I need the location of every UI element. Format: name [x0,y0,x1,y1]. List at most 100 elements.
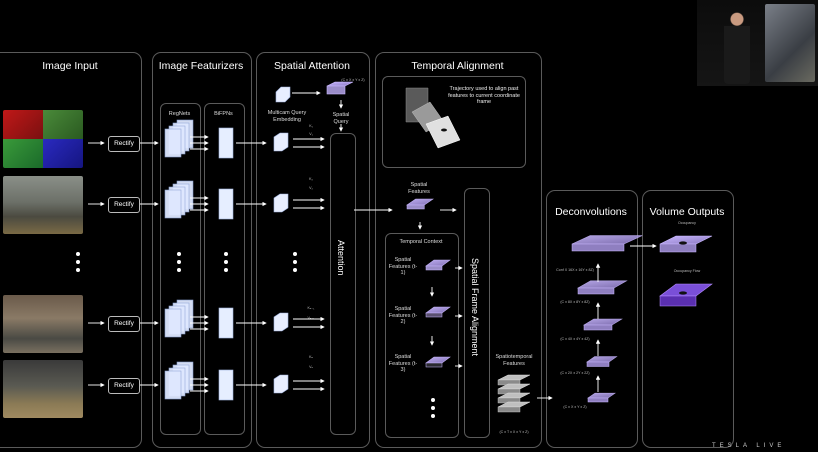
deconv-dims-3: (C x 4X x 4Y x 4Z) [560,337,590,341]
ellipsis-dot [224,252,228,256]
feature-slab-t1 [425,259,451,267]
speaker-figure [724,12,750,84]
camera-image-4 [3,360,83,418]
occupancy-object [679,241,687,245]
kv-cube [273,193,289,213]
brand-logo: TESLA LIVE [712,443,786,449]
deconv-cube [576,280,628,289]
v1-label: V₁ [309,132,313,136]
panel-deconvolutions [546,190,638,448]
kn-label: Kₙ [309,355,313,359]
regnet-layer [164,128,182,158]
camera-image-3 [3,295,83,353]
deconv-cube [577,287,615,295]
feature-slab-t2 [425,312,443,318]
spatiotemporal-layer [497,374,531,381]
volume-outputs-title: Volume Outputs [649,206,725,218]
image-input-title: Image Input [42,60,98,72]
spatial-features-t1: Spatial Features (t-1) [388,257,418,276]
spatial-query-slab [326,85,346,95]
panel-volume-outputs [642,190,734,448]
k2-label: K₂ [309,177,313,181]
deconv-dims-5: (C x X x Y x Z) [563,405,587,409]
multicam-query-label: Multicam Query Embedding [267,110,307,123]
feature-slab-t3 [425,362,443,368]
occupancy-flow-volume [659,283,713,297]
ellipsis-dot [224,260,228,264]
spatial-features-slab [406,204,425,210]
deconv-cube [587,397,609,403]
deconvolutions-title: Deconvolutions [555,206,627,218]
ellipsis-dot [177,268,181,272]
camera-image-1 [3,110,83,168]
bifpn-block [218,369,234,401]
rectify-button-4: Rectify [108,378,140,394]
occupancy-volume [659,243,697,253]
attention-box [330,133,356,435]
deconv-cube [571,235,643,245]
bifpns-box [204,103,245,435]
temporal-context-box [385,233,459,438]
ellipsis-dot [293,252,297,256]
deconv-dims-2: (C x 8X x 8Y x 8Z) [560,300,590,304]
deconv-cube [586,361,610,367]
regnets-label: RegNets [168,111,191,117]
speaker-video-inset [697,0,818,86]
ellipsis-dot [76,260,80,264]
image-featurizers-title: Image Featurizers [158,60,244,72]
k1-label: K₁ [309,124,313,128]
ellipsis-dot [76,252,80,256]
feature-slab-t3 [425,356,451,364]
attention-label: Attention [336,240,346,276]
v2-label: V₂ [309,186,313,190]
deconv-dims-4: (C x 2X x 2Y x 2Z) [560,371,590,375]
occupancy-flow-object [679,291,687,295]
ellipsis-dot [177,260,181,264]
occupancy-label: Occupancy [678,221,696,225]
background-screen [765,4,815,82]
ellipsis-dot [224,268,228,272]
temporal-alignment-title: Temporal Alignment [411,60,504,72]
ellipsis-dot [76,268,80,272]
ellipsis-dot [431,406,435,410]
rectify-button-3: Rectify [108,316,140,332]
panel-image-input [0,52,142,448]
occupancy-flow-label: Occupancy Flow [673,269,701,273]
kv-cube [273,132,289,152]
feature-slab-t1 [425,265,443,271]
regnets-box [160,103,201,435]
spatiotemporal-layer [497,406,521,413]
frame-alignment-box [464,188,490,438]
kv-cube [273,374,289,394]
spatial-features-t2: Spatial Features (t-2) [388,306,418,325]
bifpn-block [218,188,234,220]
query-dims-label: (C x X x Y x Z) [341,78,365,82]
spatial-features-label: Spatial Features [408,182,430,195]
feature-slab-t2 [425,306,451,314]
spatiotemporal-dims: (C x T x X x Y x Z) [499,430,529,434]
multicam-cube [275,86,291,103]
ellipsis-dot [293,268,297,272]
vn1-label: Vₙ₋₁ [307,316,315,320]
regnet-layer [164,189,182,219]
camera-image-2 [3,176,83,234]
ellipsis-dot [293,260,297,264]
panel-image-featurizers [152,52,252,448]
regnet-layer [164,370,182,400]
spatial-query-slab [326,81,354,87]
deconv-cube [587,392,616,399]
panel-temporal-alignment [375,52,542,448]
panel-spatial-attention [256,52,370,448]
bifpns-label: BiFPNs [214,111,233,117]
bifpn-block [218,127,234,159]
regnet-layer [164,308,182,338]
deconv-cube [583,324,613,331]
trajectory-box [382,76,526,168]
spatial-features-t3: Spatial Features (t-3) [388,354,418,373]
deconv-cube [571,243,625,252]
ellipsis-dot [431,398,435,402]
rectify-button-2: Rectify [108,197,140,213]
kn1-label: Kₙ₋₁ [307,306,315,310]
deconv-dims-1: Conf X 16X x 16Y x 8Z) [556,268,594,272]
